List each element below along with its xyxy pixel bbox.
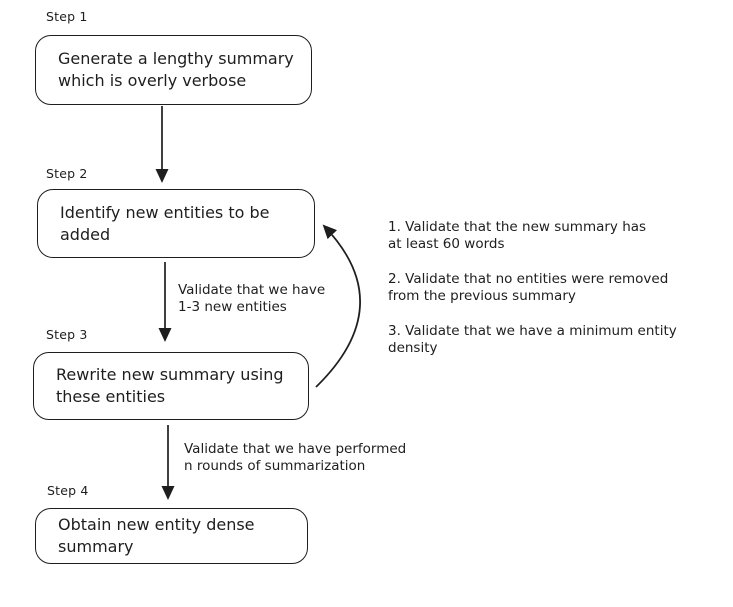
step2-text: Identify new entities to be added bbox=[60, 202, 270, 244]
step3-box: Rewrite new summary using these entities bbox=[33, 352, 309, 420]
step1-text: Generate a lengthy summary which is over… bbox=[58, 49, 294, 90]
validation-list: 1. Validate that the new summary has at … bbox=[388, 219, 698, 375]
arrow-label-1-3-entities: Validate that we have 1-3 new entities bbox=[178, 282, 326, 315]
step4-label: Step 4 bbox=[47, 483, 89, 498]
step4-box: Obtain new entity dense summary bbox=[35, 508, 308, 564]
step4-text: Obtain new entity dense summary bbox=[58, 515, 255, 556]
arrow-label-n-rounds: Validate that we have performed n rounds… bbox=[184, 441, 407, 474]
validation-item-2: 2. Validate that no entities were remove… bbox=[388, 271, 669, 304]
validation-item-1: 1. Validate that the new summary has at … bbox=[388, 219, 647, 252]
step2-box: Identify new entities to be added bbox=[37, 189, 315, 258]
step2-label: Step 2 bbox=[46, 166, 88, 181]
step1-label: Step 1 bbox=[46, 9, 88, 24]
step3-label: Step 3 bbox=[46, 327, 88, 342]
step3-text: Rewrite new summary using these entities bbox=[56, 365, 284, 406]
step1-box: Generate a lengthy summary which is over… bbox=[35, 35, 312, 105]
validation-item-3: 3. Validate that we have a minimum entit… bbox=[388, 323, 677, 356]
